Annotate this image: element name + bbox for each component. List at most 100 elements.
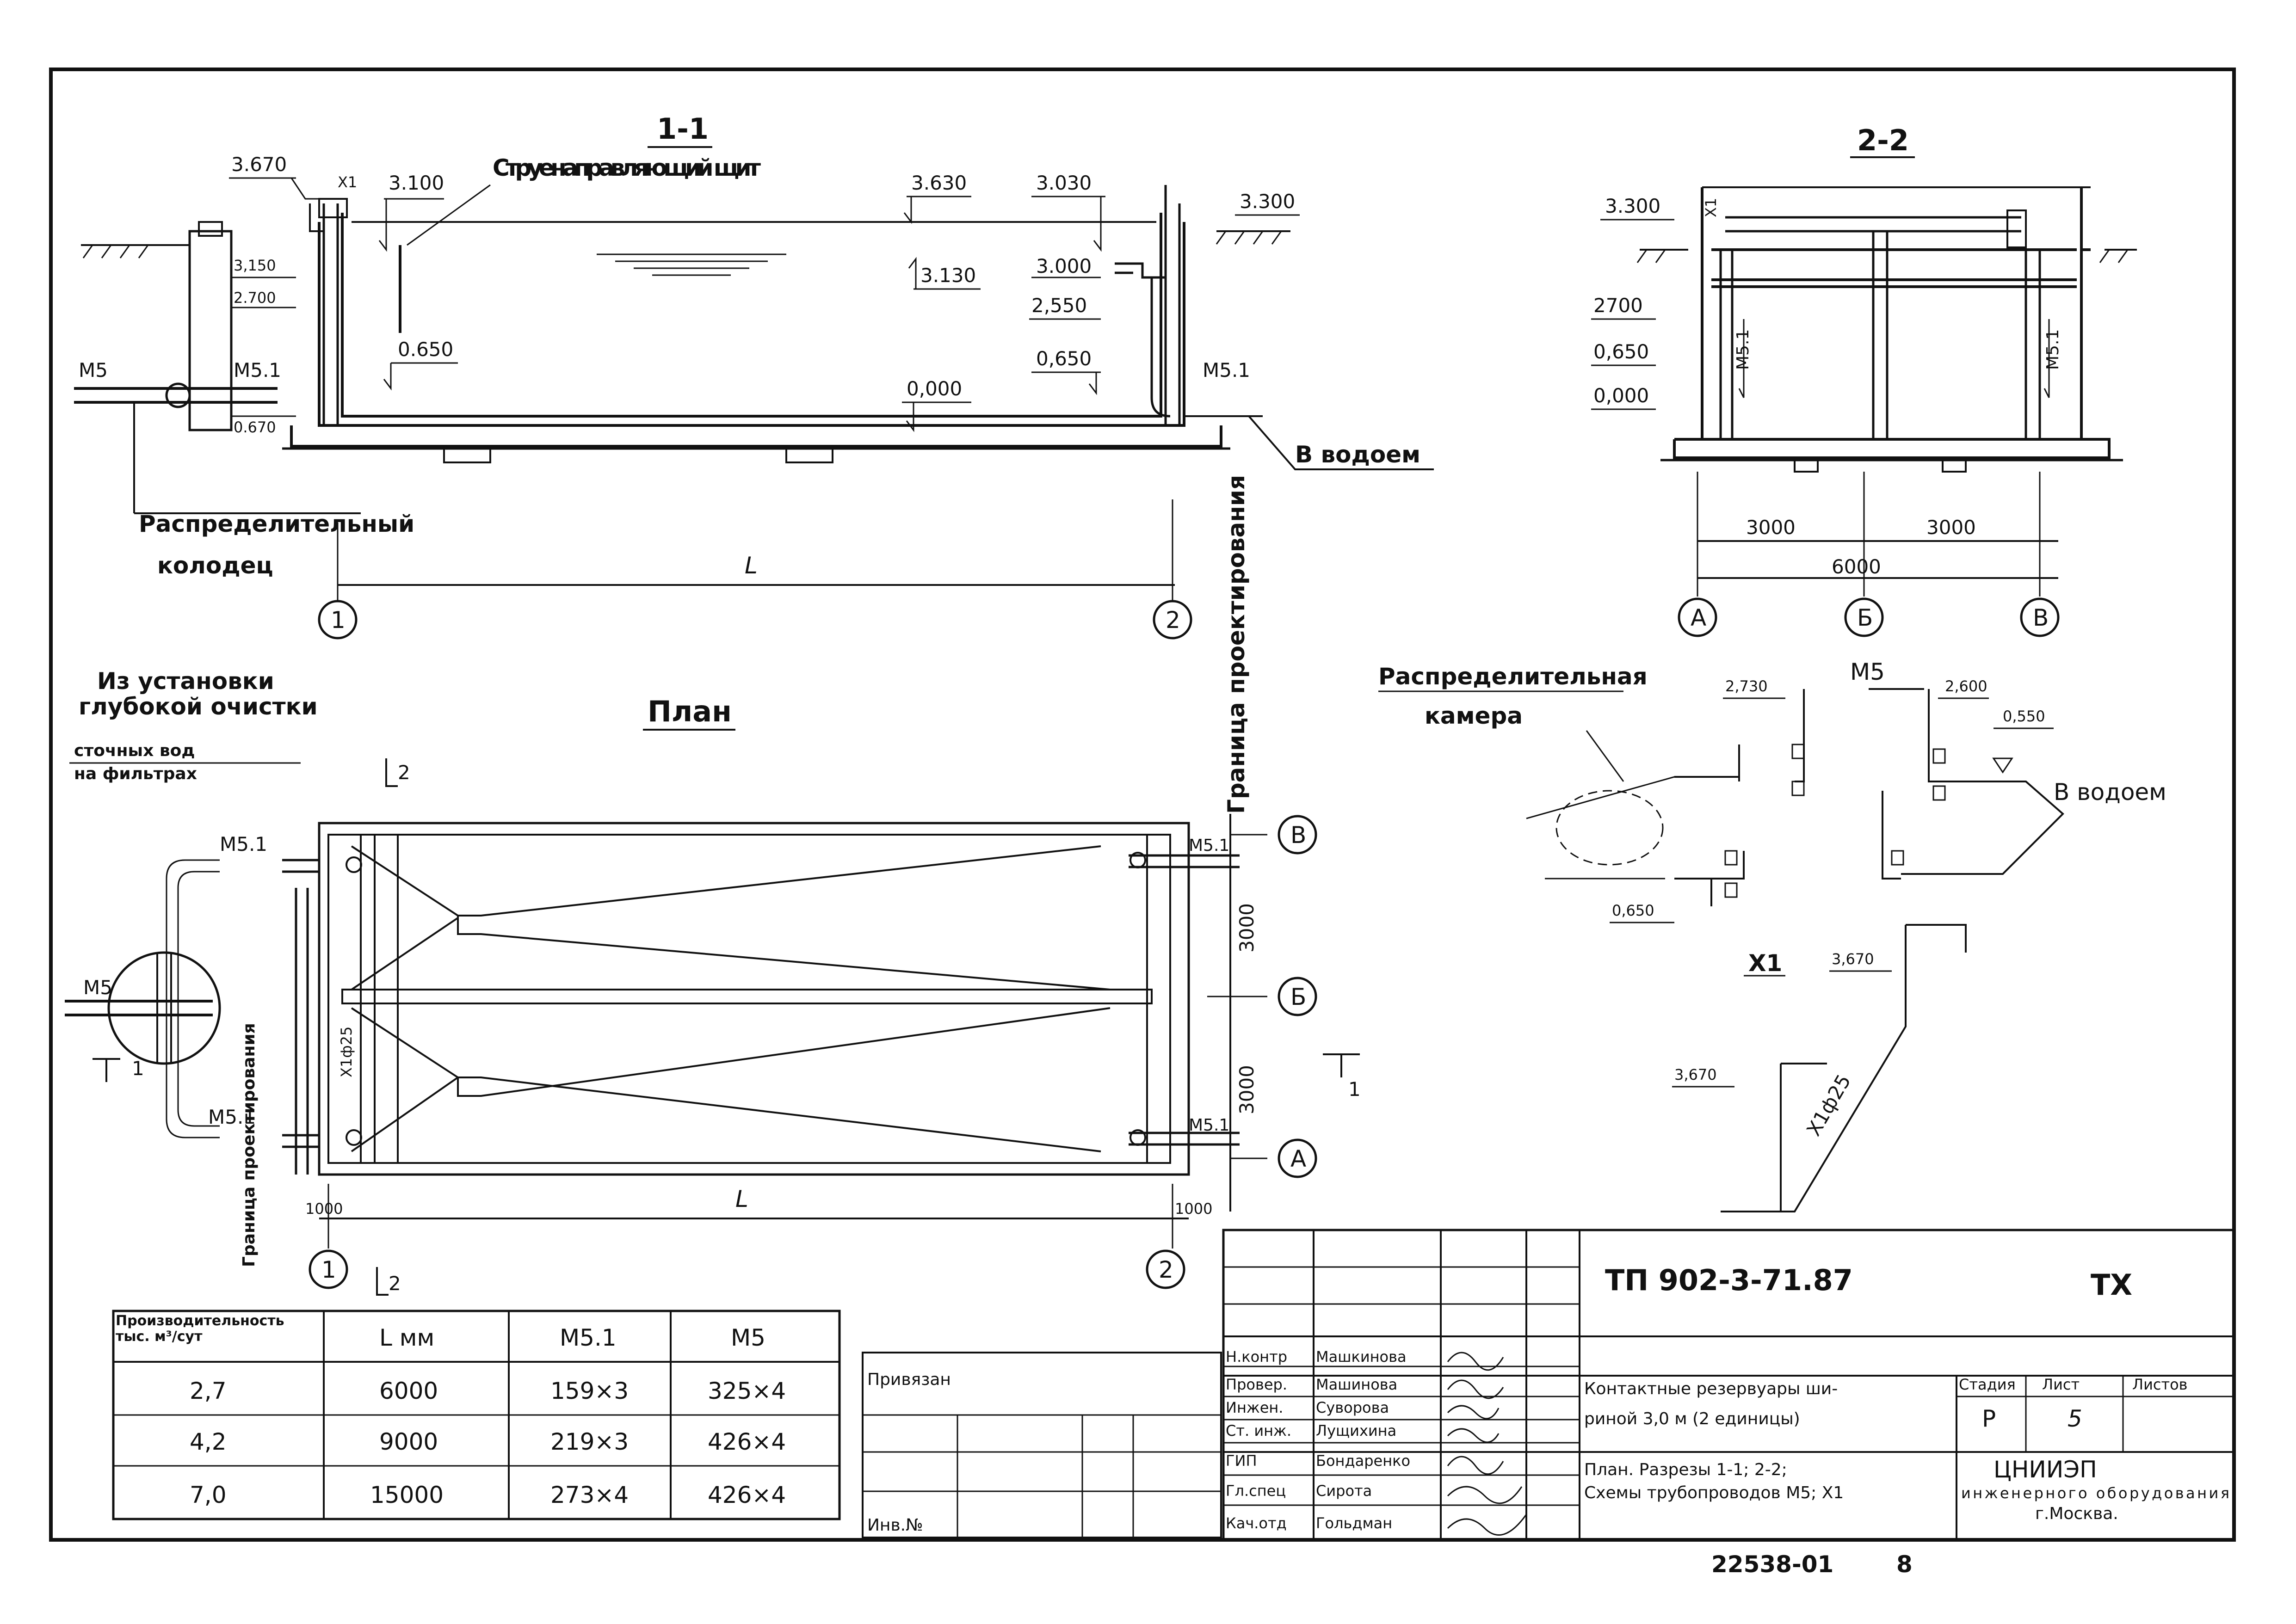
- svg-text:Х1ф25: Х1ф25: [338, 1027, 355, 1077]
- svg-text:Х1: Х1: [1748, 950, 1782, 977]
- table-cell: 2,7: [190, 1378, 227, 1404]
- svg-text:Н.контр: Н.контр: [1226, 1348, 1287, 1366]
- svg-text:В водоем: В водоем: [2054, 779, 2166, 806]
- binding-block: Привязан Инв.№: [862, 1352, 1222, 1538]
- svg-text:Х1: Х1: [338, 173, 357, 191]
- svg-text:3000: 3000: [1926, 516, 1976, 539]
- svg-text:М5.1: М5.1: [220, 833, 267, 855]
- svg-text:Машинова: Машинова: [1316, 1376, 1397, 1393]
- svg-text:0,000: 0,000: [1593, 384, 1649, 407]
- svg-text:0.650: 0.650: [398, 338, 453, 361]
- svg-text:0,650: 0,650: [1593, 340, 1649, 363]
- svg-text:М5.1: М5.1: [208, 1106, 256, 1128]
- stage-value: Р: [1982, 1405, 1996, 1432]
- boundary-label-bottom: Граница проектирования: [240, 1023, 259, 1267]
- elevation-marks-1: 3.670 Х1 3.100 3.630 3.030 3.300 3,150 2…: [229, 153, 1300, 436]
- table-cell: 219×3: [550, 1428, 629, 1455]
- svg-text:3000: 3000: [1235, 1065, 1258, 1114]
- svg-text:0,000: 0,000: [907, 377, 962, 400]
- svg-text:0,650: 0,650: [1036, 347, 1092, 370]
- svg-text:3.300: 3.300: [1605, 195, 1660, 217]
- org-name: ЦНИИЭП: [1994, 1456, 2097, 1483]
- axis-A-section2: А: [1691, 604, 1706, 631]
- table-header-length: L мм: [379, 1324, 434, 1351]
- svg-text:Машкинова: Машкинова: [1316, 1348, 1407, 1366]
- svg-text:3.100: 3.100: [389, 172, 444, 194]
- svg-text:План. Разрезы 1-1; 2-2;: План. Разрезы 1-1; 2-2;: [1584, 1460, 1787, 1479]
- section-1-title: 1-1: [657, 112, 709, 146]
- table-header-capacity: Производительность тыс. м³/сут: [116, 1313, 284, 1345]
- axis-B-plan: Б: [1290, 984, 1306, 1010]
- svg-text:Кач.отд: Кач.отд: [1226, 1514, 1287, 1532]
- inventory-number-label: Инв.№: [867, 1516, 923, 1535]
- pipe-m51-right: М5.1: [1203, 359, 1250, 381]
- svg-text:3.130: 3.130: [920, 264, 976, 287]
- svg-text:0,550: 0,550: [2003, 707, 2045, 725]
- svg-text:3000: 3000: [1235, 903, 1258, 953]
- svg-text:6000: 6000: [1832, 555, 1881, 578]
- section-2-2: 2-2 М5.1 М5.1 Х1 3.300 2700 0,650 0,000: [1591, 123, 2137, 637]
- svg-text:3.300: 3.300: [1240, 190, 1295, 213]
- svg-text:М5.1: М5.1: [1189, 1116, 1229, 1135]
- svg-text:2700: 2700: [1593, 294, 1643, 317]
- axis-A-plan: А: [1290, 1145, 1306, 1172]
- svg-text:Из установки: Из установки: [97, 668, 274, 695]
- table-cell: 6000: [379, 1378, 438, 1404]
- svg-text:0.670: 0.670: [234, 418, 276, 436]
- svg-text:на фильтрах: на фильтрах: [74, 764, 197, 783]
- archive-number: 22538-01: [1711, 1551, 1833, 1578]
- archive-suffix: 8: [1896, 1551, 1913, 1578]
- pipe-m51-left: М5.1: [234, 359, 281, 381]
- axis-1-plan: 1: [321, 1256, 336, 1283]
- axis-B-section2: Б: [1857, 604, 1873, 631]
- pipe-m5: М5: [79, 359, 108, 381]
- axis-1-section1: 1: [331, 607, 346, 634]
- length-label-1: L: [745, 552, 758, 579]
- table-cell: 426×4: [708, 1482, 786, 1508]
- axis-2-plan: 2: [1159, 1256, 1173, 1283]
- svg-text:г.Москва.: г.Москва.: [2035, 1504, 2118, 1523]
- svg-text:камера: камера: [1425, 702, 1523, 729]
- drawing-mark: ТХ: [2091, 1268, 2132, 1302]
- section-1-1: 1-1: [74, 112, 1434, 640]
- svg-text:Х1: Х1: [1702, 198, 1720, 217]
- svg-text:Сирота: Сирота: [1316, 1482, 1372, 1500]
- table-cell: 4,2: [190, 1428, 227, 1455]
- to-water-label: В водоем: [1295, 441, 1420, 468]
- svg-text:Бондаренко: Бондаренко: [1316, 1452, 1410, 1470]
- svg-text:М5: М5: [1850, 658, 1885, 685]
- svg-text:Лущихина: Лущихина: [1316, 1422, 1396, 1439]
- binding-label: Привязан: [867, 1370, 951, 1389]
- svg-text:2,600: 2,600: [1945, 677, 1987, 695]
- svg-text:Контактные резервуары ши-: Контактные резервуары ши-: [1584, 1379, 1838, 1398]
- svg-text:3,670: 3,670: [1832, 950, 1874, 968]
- table-header-m5: М5: [731, 1324, 765, 1351]
- sheet-frame: [49, 68, 2236, 1542]
- scheme-m5: Распределительная камера М5 2,730 2,600 …: [1378, 658, 2166, 923]
- svg-text:2,730: 2,730: [1725, 677, 1768, 695]
- svg-text:Листов: Листов: [2132, 1376, 2188, 1393]
- axis-V-plan: В: [1290, 822, 1306, 849]
- svg-text:риной 3,0 м (2 единицы): риной 3,0 м (2 единицы): [1584, 1409, 1800, 1428]
- table-cell: 273×4: [550, 1482, 629, 1508]
- plan-view: План Из установки глубокой очистки сточн…: [65, 475, 1361, 1296]
- svg-text:сточных вод: сточных вод: [74, 741, 195, 760]
- table-cell: 325×4: [708, 1378, 786, 1404]
- svg-text:3.630: 3.630: [911, 172, 967, 194]
- svg-text:3,670: 3,670: [1674, 1066, 1717, 1083]
- shield-label: Струенаправляющий щит: [493, 154, 761, 181]
- sheet-value: 5: [2068, 1405, 2082, 1432]
- table-cell: 9000: [379, 1428, 438, 1455]
- table-header-m51: М5.1: [560, 1324, 617, 1351]
- svg-text:М5.1: М5.1: [1189, 836, 1229, 855]
- svg-text:2: 2: [398, 761, 410, 784]
- svg-text:Гольдман: Гольдман: [1316, 1514, 1392, 1532]
- table-cell: 159×3: [550, 1378, 629, 1404]
- svg-text:3000: 3000: [1746, 516, 1796, 539]
- svg-text:2.700: 2.700: [234, 289, 276, 307]
- svg-text:3.000: 3.000: [1036, 255, 1092, 277]
- svg-text:Суворова: Суворова: [1316, 1399, 1389, 1416]
- svg-text:2: 2: [389, 1272, 401, 1295]
- svg-text:Гл.спец: Гл.спец: [1226, 1482, 1286, 1500]
